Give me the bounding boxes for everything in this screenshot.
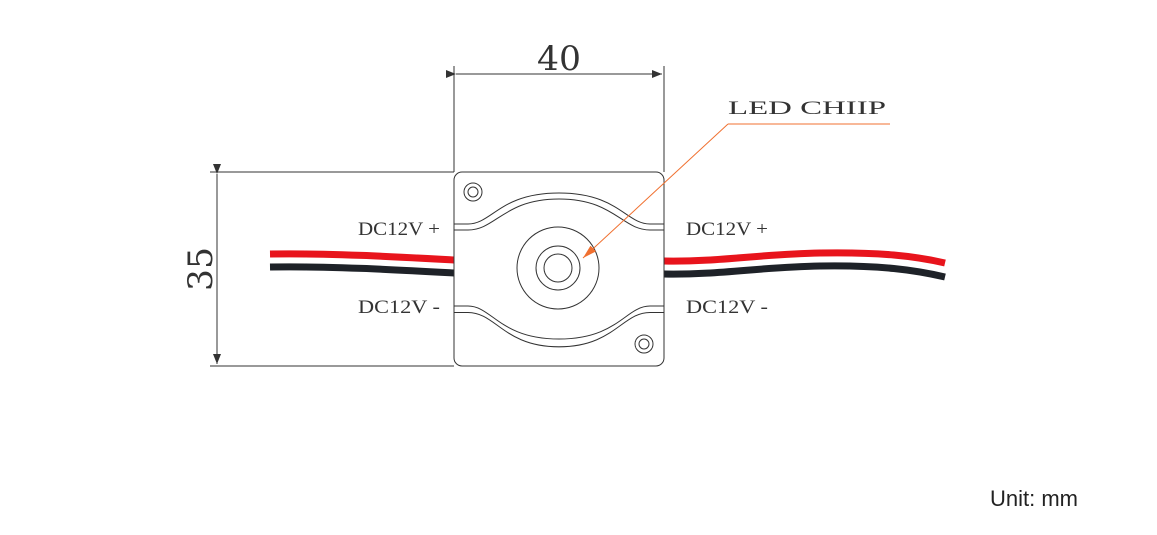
led-chip-callout: [582, 123, 890, 259]
right-positive-label: DC12V +: [686, 219, 768, 240]
left-wires: [269, 250, 455, 277]
led-chip-label: LED CHIIP: [728, 98, 886, 119]
mounting-hole-icon: [463, 182, 483, 202]
left-negative-label: DC12V -: [358, 297, 440, 318]
led-chip-icon: [543, 253, 573, 283]
unit-label: Unit: mm: [990, 486, 1078, 511]
width-dimension-value: 40: [537, 39, 581, 79]
lens-icon: [516, 226, 600, 310]
right-negative-label: DC12V -: [686, 297, 768, 318]
left-positive-label: DC12V +: [358, 219, 440, 240]
height-dimension: [210, 164, 454, 367]
led-module: [453, 171, 665, 367]
width-dimension: [446, 66, 665, 172]
height-dimension-value: 35: [181, 247, 221, 291]
mounting-hole-icon: [634, 334, 654, 354]
right-wires: [663, 249, 946, 281]
